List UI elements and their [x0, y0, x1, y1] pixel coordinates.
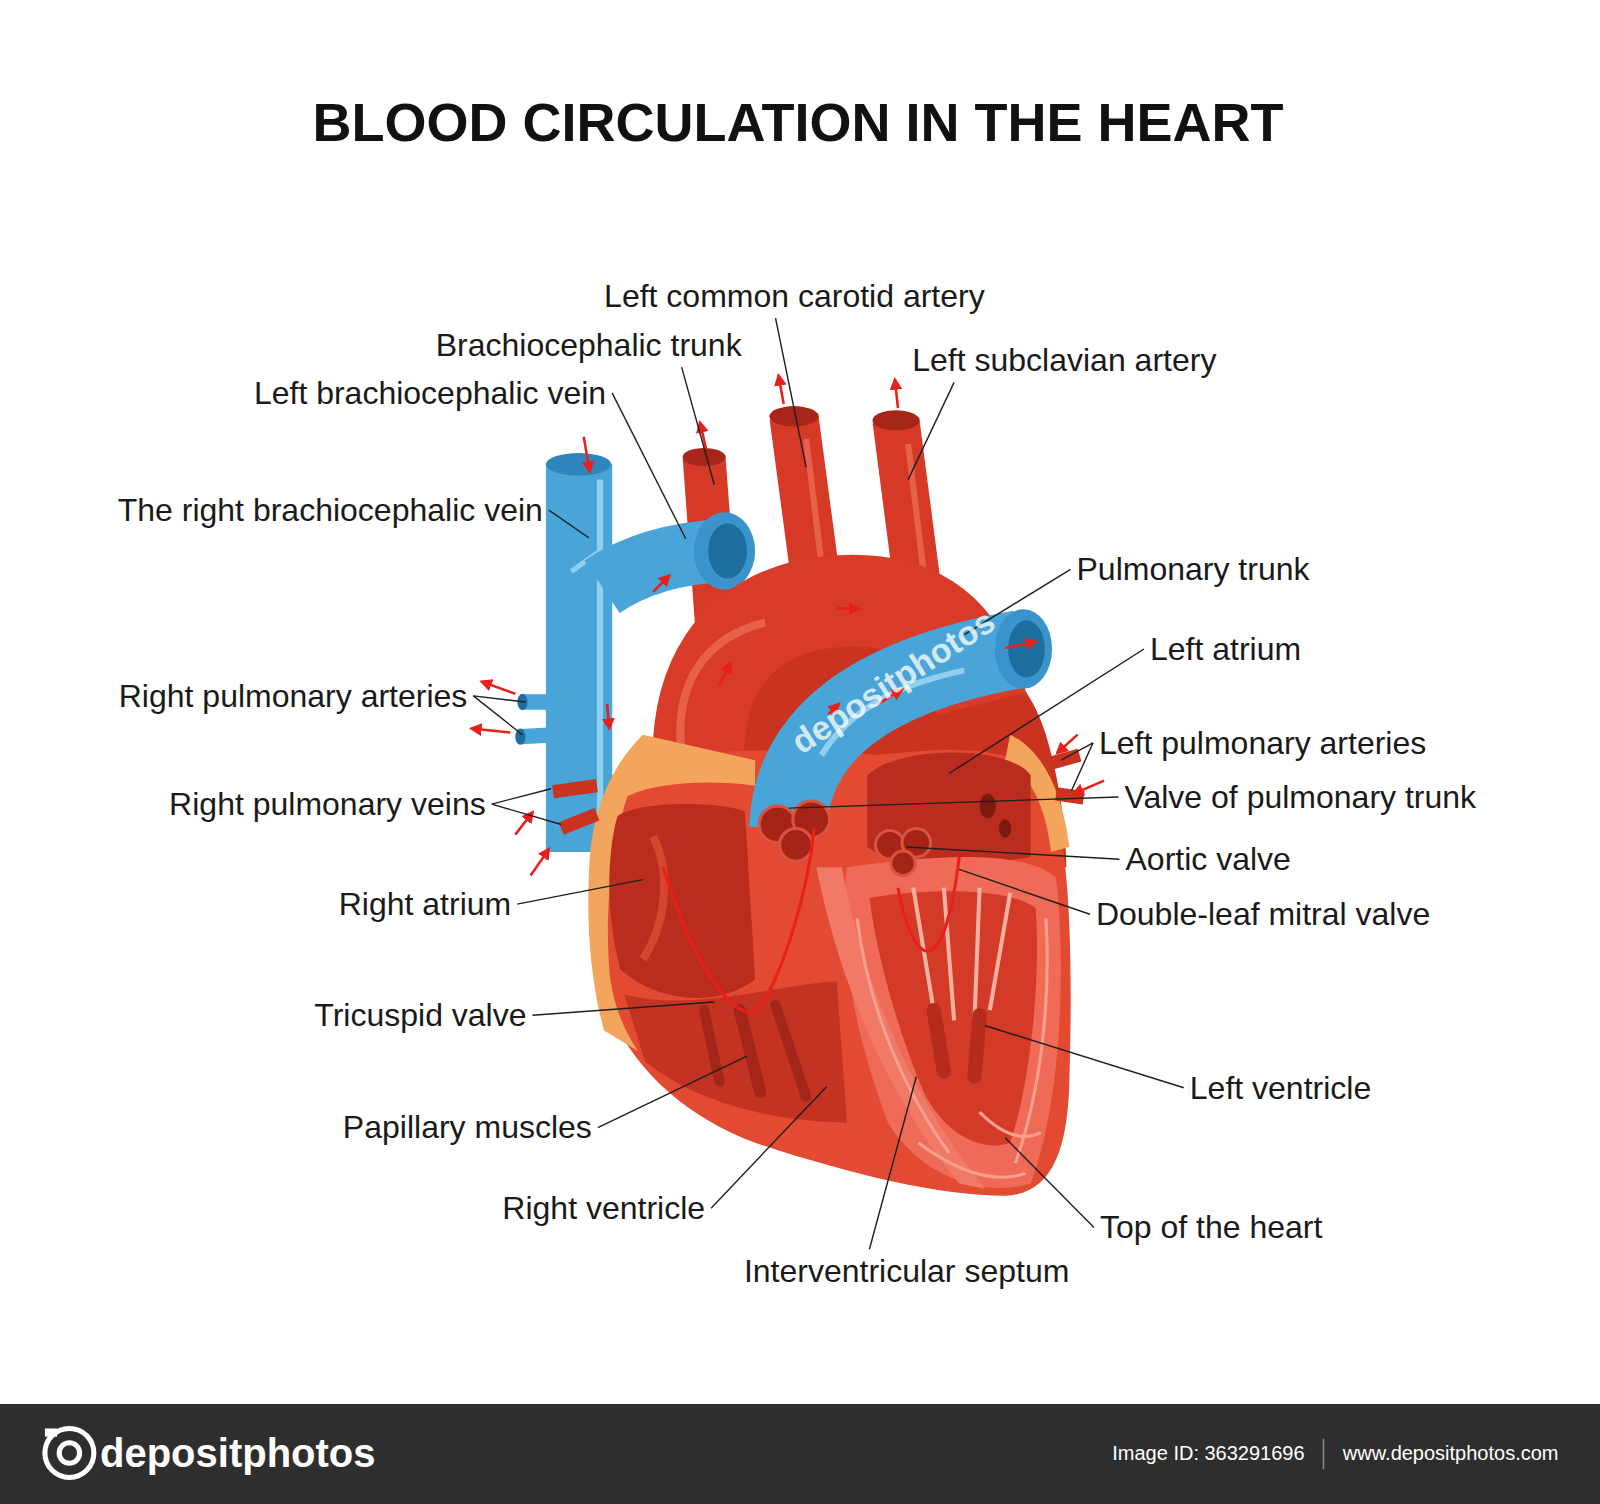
part-label: Left pulmonary arteries [1099, 724, 1426, 762]
leader-line [711, 1087, 826, 1208]
leader-line [549, 510, 589, 538]
vessel-opening [872, 410, 919, 430]
left-pulmonary-vessel [1051, 755, 1080, 763]
flow-arrow [471, 729, 510, 733]
flow-arrow [837, 608, 859, 609]
leader-line [473, 696, 522, 735]
leader-line [612, 393, 686, 539]
leader-line [906, 847, 1119, 859]
leader-line [598, 1056, 747, 1127]
leader-line [1071, 743, 1093, 791]
leader-line [1061, 743, 1093, 760]
leader-line [959, 869, 1090, 914]
flow-arrow [719, 663, 730, 685]
heart-body [592, 750, 1071, 1196]
part-label: Papillary muscles [343, 1108, 592, 1146]
image-id: Image ID: 363291696 [1112, 1441, 1304, 1465]
muscle-striation [918, 1143, 1025, 1177]
vessel-highlight [597, 480, 603, 817]
leader-line [492, 789, 551, 804]
part-label: Aortic valve [1126, 840, 1291, 878]
site-url: www.depositphotos.com [1343, 1441, 1559, 1465]
part-label: Tricuspid valve [314, 996, 526, 1034]
vessel-opening [708, 523, 747, 578]
part-label: Brachiocephalic trunk [436, 326, 742, 364]
aortic-valve [891, 851, 915, 875]
leader-line [908, 382, 954, 479]
part-label: Left subclavian artery [912, 341, 1216, 379]
leader-line [492, 804, 562, 824]
leader-line [869, 1077, 916, 1250]
part-label: Right ventricle [502, 1189, 705, 1227]
papillary-muscle [740, 1010, 760, 1092]
superior-vena-cava [546, 464, 612, 852]
papillary-muscle [934, 1010, 980, 1076]
vessel-opening [694, 512, 755, 590]
vessel-opening [1008, 620, 1045, 677]
leader-line [1005, 1138, 1094, 1228]
footer-bar [0, 1404, 1600, 1504]
part-label: The right brachiocephalic vein [118, 491, 543, 529]
flow-line [663, 829, 814, 1014]
vessel-opening [546, 453, 611, 475]
flow-arrow [1057, 735, 1077, 753]
pulmonary-vein-opening [980, 794, 996, 818]
flow-line [898, 857, 959, 951]
flow-arrow [1073, 781, 1104, 794]
flow-arrow [531, 849, 549, 876]
left-pulmonary-vessel [1056, 794, 1084, 798]
leader-line [985, 1026, 1184, 1088]
diagram-title: BLOOD CIRCULATION IN THE HEART [312, 90, 1283, 155]
logo-notch [45, 1428, 57, 1436]
leader-line [789, 797, 1119, 808]
footer-separator [1323, 1439, 1325, 1470]
part-label: Right pulmonary veins [169, 785, 486, 823]
flow-arrow [895, 380, 898, 409]
pulmonary-valve [780, 829, 813, 862]
atrium-fold [643, 837, 664, 959]
part-label: Top of the heart [1100, 1208, 1322, 1246]
muscle-striation [980, 1112, 1041, 1136]
flow-arrow [1005, 642, 1036, 648]
part-label: Left common carotid artery [604, 277, 985, 315]
flow-arrow [607, 704, 609, 728]
part-label: Left atrium [1150, 630, 1301, 668]
leader-line [682, 367, 715, 485]
part-label: Left brachiocephalic vein [254, 374, 606, 412]
part-label: Right pulmonary arteries [119, 677, 468, 715]
logo-dot [59, 1443, 79, 1463]
right-atrium-cavity [609, 804, 755, 998]
septum [816, 867, 984, 1188]
flow-arrow [482, 682, 516, 694]
vessel-opening [683, 448, 726, 466]
leader-line [517, 880, 643, 904]
right-pulmonary-vein [553, 786, 597, 792]
flow-arrow [779, 375, 784, 404]
logo-ring [45, 1428, 94, 1477]
logo-text: depositphotos [100, 1429, 376, 1477]
part-label: Left ventricle [1190, 1069, 1371, 1107]
flow-arrow [584, 437, 590, 472]
vessel-opening [995, 609, 1052, 689]
leader-line [473, 696, 525, 702]
left-atrium-cavity [867, 753, 1030, 864]
part-label: Valve of pulmonary trunk [1124, 778, 1476, 816]
papillary-muscle [776, 1005, 807, 1097]
part-label: Double-leaf mitral valve [1096, 895, 1430, 933]
vessel-highlight [680, 622, 765, 755]
flow-arrow [653, 575, 669, 591]
leader-line [533, 1002, 715, 1015]
right-pulmonary-vein [561, 814, 597, 828]
vessel-highlight [806, 439, 822, 572]
pulmonary-vein-opening [999, 819, 1011, 837]
part-label: Right atrium [339, 885, 512, 923]
leader-line [776, 318, 807, 467]
part-label: Interventricular septum [744, 1252, 1069, 1290]
chordae [913, 888, 1010, 1021]
part-label: Pulmonary trunk [1077, 550, 1310, 588]
